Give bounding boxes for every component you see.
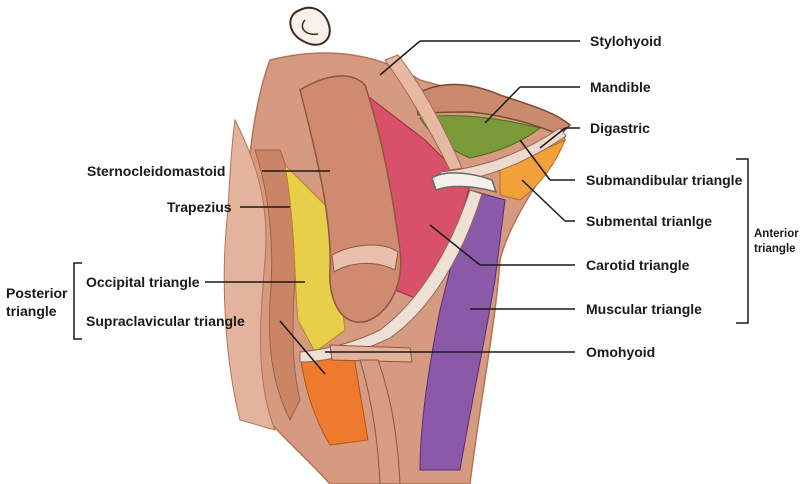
- mandible-label: Mandible: [590, 79, 651, 95]
- clavicle-stumps: [329, 344, 413, 363]
- anterior-triangle-group-label-line2: triangle: [754, 243, 796, 255]
- leader-lines: [205, 40, 580, 375]
- ear-outline: [289, 6, 331, 46]
- submandibular-triangle-label: Submandibular triangle: [586, 172, 743, 188]
- posterior-triangle-group-label-line2: triangle: [6, 303, 57, 319]
- hyoid-bone: [431, 172, 498, 194]
- stylohyoid-muscle: [384, 54, 463, 171]
- submental-triangle-region: [499, 139, 566, 201]
- ear-inner: [301, 19, 319, 36]
- stylohyoid-label: Stylohyoid: [590, 33, 662, 49]
- supraclavicular-triangle-label: Supraclavicular triangle: [86, 313, 245, 329]
- lower-neck-muscles: [359, 359, 401, 484]
- group-brackets: [73, 158, 749, 340]
- posterior-skin: [223, 118, 276, 431]
- supraclavicular-triangle-region: [299, 344, 369, 446]
- digastric-label: Digastric: [590, 120, 650, 136]
- carotid-triangle-label: Carotid triangle: [586, 257, 690, 273]
- anterior-triangle-bracket: [736, 158, 749, 324]
- sternocleidomastoid-label: Sternocleidomastoid: [87, 163, 226, 179]
- anterior-triangle-group-label-line1: Anterior: [754, 228, 799, 240]
- mandible-bone: [414, 83, 572, 136]
- occipital-triangle-label: Occipital triangle: [86, 274, 200, 290]
- omohyoid-label: Omohyoid: [586, 344, 656, 360]
- posterior-triangle-bracket: [73, 262, 82, 340]
- sternocleidomastoid-cut-end: [331, 244, 399, 273]
- trapezius-label: Trapezius: [167, 199, 232, 215]
- omohyoid-muscle: [299, 189, 483, 363]
- submental-triangle-label: Submental trianlge: [586, 213, 713, 229]
- posterior-triangle-group-label-line1: Posterior: [6, 285, 68, 301]
- muscular-triangle-label: Muscular triangle: [586, 301, 702, 317]
